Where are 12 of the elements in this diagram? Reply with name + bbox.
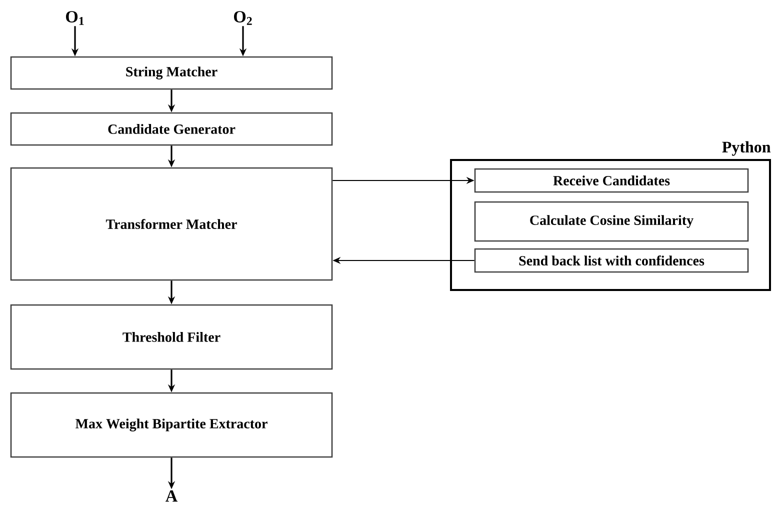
- symbol-label: O$_{1}$: [66, 11, 84, 25]
- node-label: Python: [722, 141, 771, 156]
- process-box: String Matcher: [10, 56, 333, 90]
- process-box: Max Weight Bipartite Extractor: [10, 392, 333, 458]
- process-box: Calculate Cosine Similarity: [474, 201, 749, 242]
- process-box: Send back list with confidences: [474, 248, 749, 273]
- process-box: Threshold Filter: [10, 304, 333, 370]
- symbol-label: O$_{2}$: [234, 11, 252, 25]
- process-box: Transformer Matcher: [10, 167, 333, 281]
- symbol-label: A: [166, 490, 178, 502]
- process-box: Candidate Generator: [10, 112, 333, 146]
- process-box: Receive Candidates: [474, 168, 749, 193]
